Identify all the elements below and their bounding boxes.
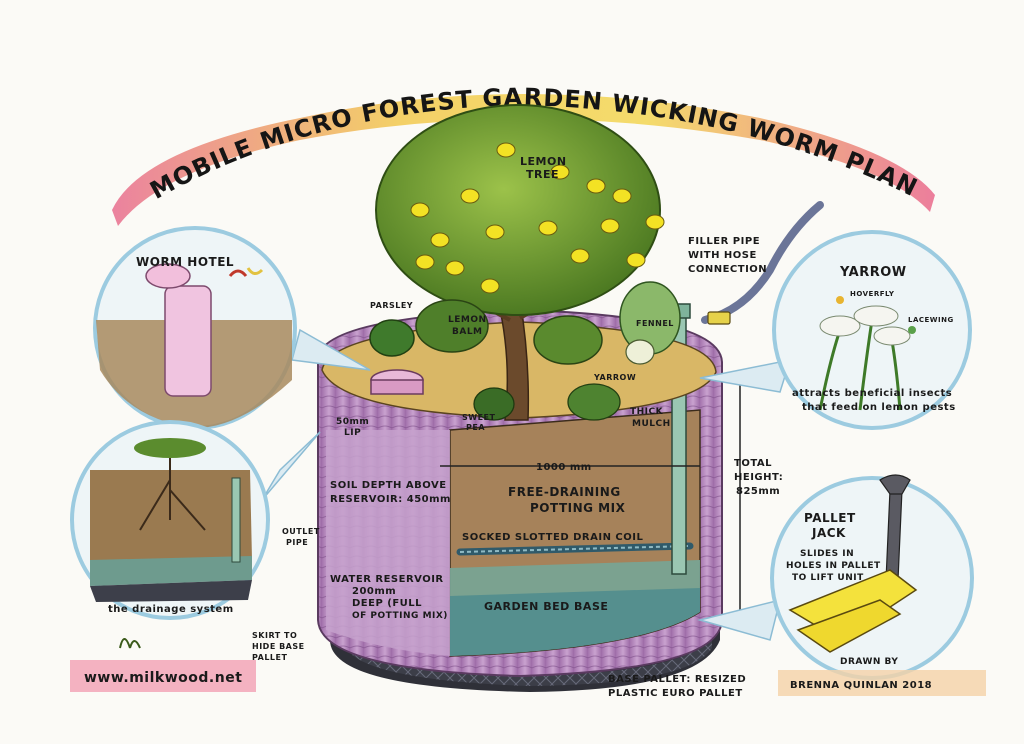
pallet-jack-callout — [697, 474, 974, 680]
label-skirt-1: SKIRT TO — [252, 631, 297, 640]
label-drawn-by-1: DRAWN BY — [840, 657, 898, 667]
label-filler-pipe-2: WITH HOSE — [688, 250, 757, 261]
label-sweet-pea-2: PEA — [466, 423, 485, 432]
label-thick-mulch-2: MULCH — [632, 419, 671, 429]
label-reservoir-1: WATER RESERVOIR — [330, 574, 444, 585]
lacewing-icon — [908, 326, 916, 334]
hoverfly-icon — [836, 296, 844, 304]
label-fennel: FENNEL — [636, 319, 674, 328]
label-reservoir-4: OF POTTING MIX) — [352, 611, 448, 621]
label-lemon-balm-2: BALM — [452, 327, 483, 337]
label-filler-pipe-1: FILLER PIPE — [688, 236, 760, 247]
worm-hotel-title: WORM HOTEL — [136, 255, 234, 269]
sweet-pea-plant — [473, 387, 515, 421]
label-parsley: PARSLEY — [370, 301, 413, 310]
garden-bed-base — [450, 588, 700, 656]
drainage-callout — [70, 420, 321, 620]
yarrow-hoverfly: HOVERFLY — [850, 290, 895, 298]
pallet-jack-note-2: HOLES IN PALLET — [786, 561, 881, 571]
label-skirt-3: PALLET — [252, 653, 287, 662]
hose — [701, 201, 824, 325]
label-bed-base: GARDEN BED BASE — [484, 600, 608, 613]
label-lemon-balm-1: LEMON — [448, 315, 487, 325]
label-width: 1000 mm — [536, 462, 592, 473]
pallet-jack-note-3: TO LIFT UNIT — [792, 573, 864, 583]
worm-hotel-callout — [93, 226, 371, 430]
credit-badge-bg — [778, 670, 986, 696]
label-lip-2: LIP — [344, 428, 361, 438]
yarrow-note-1: attracts beneficial insects — [792, 388, 952, 399]
pallet-jack-title-2: JACK — [811, 526, 846, 540]
label-total-height-2: HEIGHT: — [734, 472, 783, 483]
drainage-title: the drainage system — [108, 604, 234, 615]
label-base-pallet-2: PLASTIC EURO PALLET — [608, 688, 743, 699]
lemons — [410, 142, 665, 294]
label-drain-coil: SOCKED SLOTTED DRAIN COIL — [462, 532, 643, 543]
pallet-jack-note-1: SLIDES IN — [800, 549, 854, 559]
label-reservoir-3: DEEP (FULL — [352, 598, 422, 609]
yarrow-lacewing: LACEWING — [908, 316, 954, 324]
lemon-balm-plant — [415, 299, 489, 353]
sprout-icon — [119, 638, 141, 649]
label-lemon-tree-2: TREE — [526, 168, 559, 181]
label-base-pallet-1: BASE PALLET: RESIZED — [608, 674, 746, 685]
worm-hotel-tube — [164, 285, 212, 397]
pallet-jack-title-1: PALLET — [804, 511, 856, 525]
yarrow-callout — [699, 230, 972, 430]
label-reservoir-2: 200mm — [352, 586, 396, 597]
label-lip-1: 50mm — [336, 417, 369, 427]
label-thick-mulch-1: THICK — [630, 407, 664, 417]
label-drawn-by-2: BRENNA QUINLAN 2018 — [790, 680, 932, 691]
yarrow-note-2: that feed on lemon pests — [802, 402, 956, 413]
lemon-tree — [369, 104, 681, 421]
label-sweet-pea-1: SWEET — [462, 413, 496, 422]
label-total-height-3: 825mm — [736, 486, 780, 497]
label-outlet-pipe-1: OUTLET — [282, 527, 320, 536]
label-yarrow-small: YARROW — [593, 373, 636, 382]
yarrow-plant — [567, 383, 621, 421]
label-potting-mix-2: POTTING MIX — [530, 501, 626, 515]
yarrow-title: YARROW — [839, 265, 907, 280]
label-skirt-2: HIDE BASE — [252, 642, 305, 651]
label-lemon-tree-1: LEMON — [520, 155, 567, 168]
label-filler-pipe-3: CONNECTION — [688, 264, 767, 275]
label-soil-depth-1: SOIL DEPTH ABOVE — [330, 480, 447, 491]
label-outlet-pipe-2: PIPE — [286, 538, 308, 547]
label-potting-mix-1: FREE-DRAINING — [508, 485, 621, 499]
hose-connector — [707, 311, 731, 325]
website-badge-bg — [70, 660, 256, 692]
label-total-height-1: TOTAL — [734, 458, 772, 469]
label-website[interactable]: www.milkwood.net — [84, 670, 242, 686]
parsley-plant — [369, 319, 415, 357]
label-soil-depth-2: RESERVOIR: 450mm — [330, 494, 451, 505]
